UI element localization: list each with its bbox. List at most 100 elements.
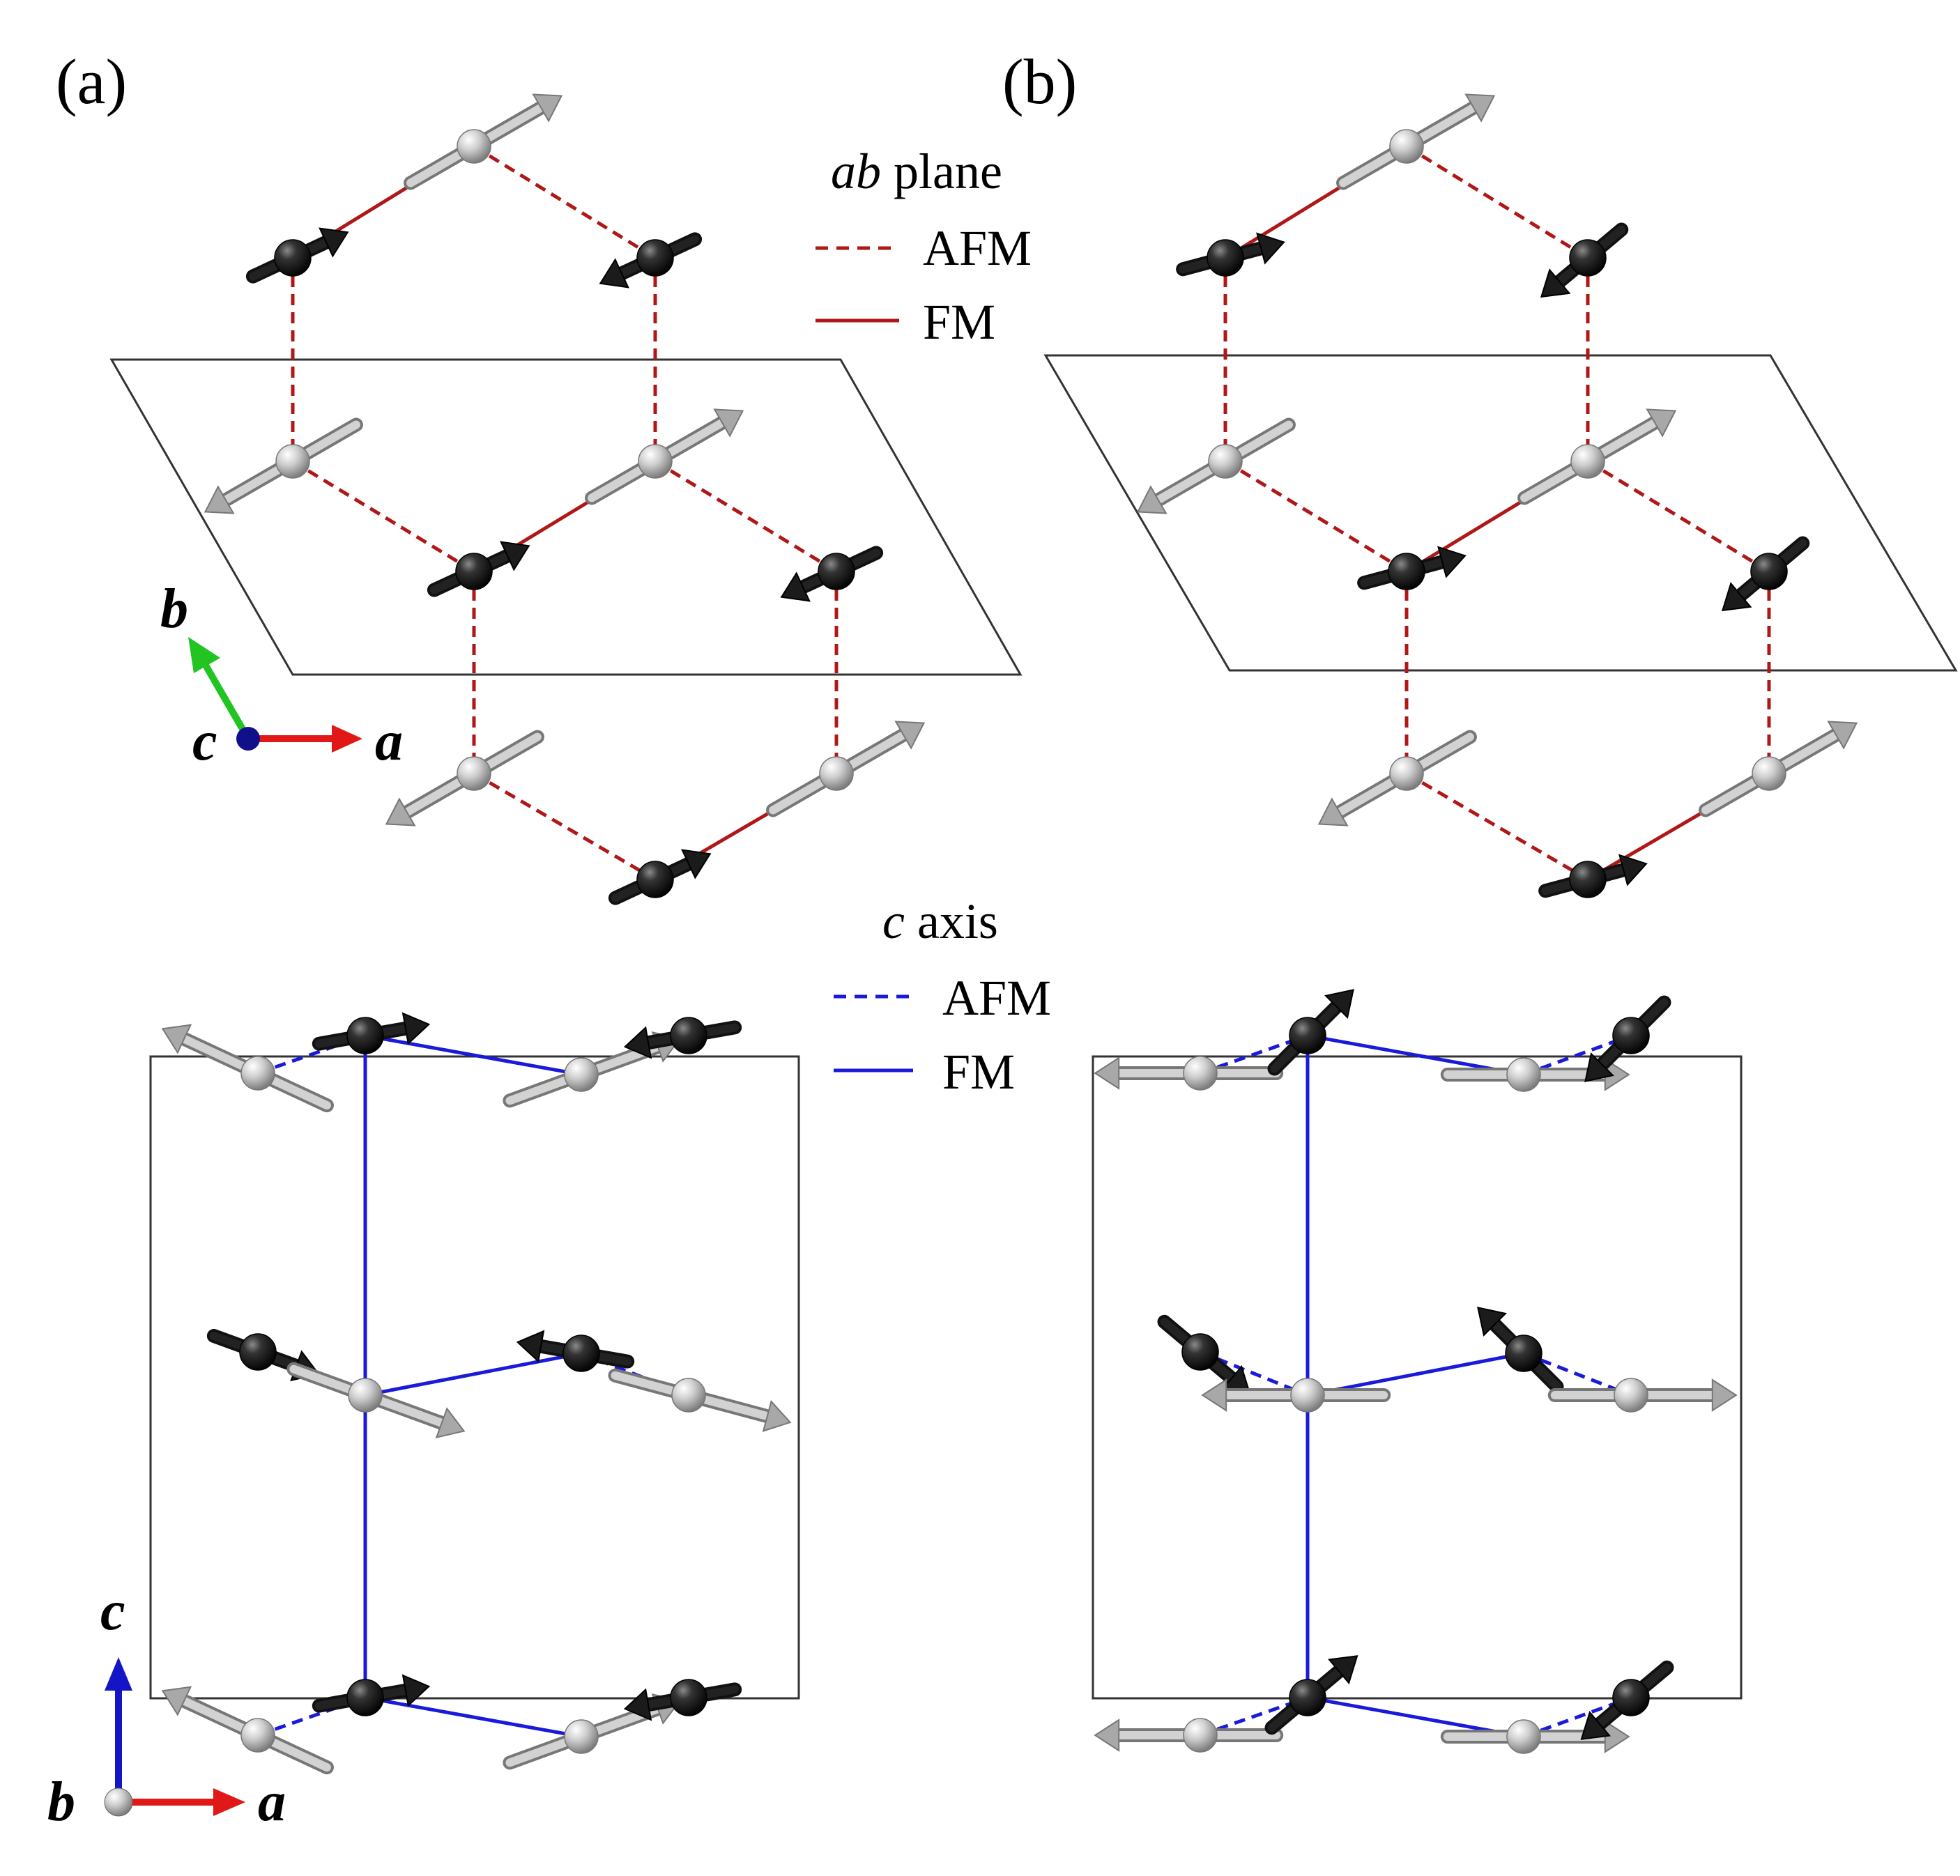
panel-b-label: (b)	[1002, 46, 1077, 117]
legend-c-title: c axis	[882, 893, 998, 949]
spin-arrow-head	[385, 797, 416, 826]
spin-arrow-head	[1584, 1052, 1614, 1082]
afm-bond	[473, 771, 657, 882]
fm-bond	[365, 1696, 582, 1739]
spin-arrow-head	[532, 93, 563, 123]
black-atom	[636, 861, 674, 898]
a-axis-arrowhead	[332, 725, 362, 753]
b-axis-dot	[104, 1787, 133, 1817]
grey-atom	[240, 1056, 275, 1091]
grey-atom	[1506, 1057, 1541, 1092]
spin-arrow-head	[500, 541, 530, 571]
b-axis-line	[199, 657, 252, 741]
spin-arrow-head	[1464, 93, 1496, 123]
black-atom	[562, 1335, 600, 1372]
grey-atom	[564, 1057, 599, 1092]
grey-atom	[1389, 129, 1424, 164]
black-atom	[636, 239, 674, 277]
exchange-bonds	[257, 144, 1771, 1739]
c-axis-dot	[236, 727, 260, 751]
spin-arrow-head	[516, 1330, 545, 1363]
afm-bond	[654, 459, 838, 574]
grey-atom	[819, 756, 854, 791]
atoms	[239, 129, 1788, 1754]
spin-arrow-head	[204, 485, 235, 514]
spin-arrow-head	[1618, 854, 1648, 886]
axis-label-a: a	[375, 711, 403, 772]
black-atom	[1612, 1017, 1650, 1054]
grey-atom	[1183, 1056, 1218, 1091]
spin-arrow-head	[1317, 797, 1349, 826]
afm-bond	[473, 144, 657, 260]
grey-atom	[457, 756, 491, 791]
spin-arrow-head	[1136, 485, 1167, 514]
grey-atom	[1614, 1378, 1648, 1413]
grey-atom	[1208, 444, 1243, 479]
spin-arrow-head	[599, 258, 629, 289]
grey-atom	[1290, 1378, 1325, 1413]
grey-atom	[240, 1718, 275, 1753]
legend-c-fm-label: FM	[942, 1044, 1015, 1100]
grey-atom	[638, 444, 673, 479]
legend-c-axis: c axis AFM FM	[834, 893, 1051, 1100]
grey-atom	[1752, 756, 1786, 791]
c-axis-arrowhead	[105, 1657, 132, 1691]
c-cell-b	[1092, 1055, 1743, 1700]
black-atom	[1569, 861, 1607, 898]
black-atom	[818, 553, 855, 590]
black-atom	[1289, 1017, 1326, 1054]
grey-atom	[275, 444, 310, 479]
spin-arrow-head	[623, 1026, 652, 1059]
spin-arrow-head	[401, 1674, 431, 1707]
spin-arrow-head	[681, 849, 712, 879]
legend-ab-fm-label: FM	[923, 294, 995, 350]
afm-bond	[1405, 144, 1589, 260]
black-atom	[346, 1679, 384, 1716]
grey-atom	[1570, 444, 1605, 479]
ab-cell-a	[109, 358, 1023, 676]
black-atom	[455, 553, 493, 590]
grey-atom	[1389, 756, 1424, 791]
black-atom	[346, 1017, 384, 1054]
spin-arrow-head	[1580, 1710, 1611, 1740]
spin-arrow-head	[1094, 1056, 1120, 1090]
black-atom	[239, 1333, 277, 1371]
fm-bond	[365, 1033, 582, 1077]
legend-ab-afm-label: AFM	[923, 220, 1032, 276]
spin-arrow-head	[1827, 721, 1858, 750]
spin-arrow-head	[1540, 268, 1571, 298]
black-atom	[1505, 1335, 1542, 1372]
axis-triad-ab: b a c	[160, 578, 403, 772]
axis-label-c: c	[100, 1581, 125, 1642]
legend-ab-title: ab plane	[831, 144, 1002, 199]
grey-atom	[1506, 1719, 1541, 1754]
spin-arrow-head	[1604, 1720, 1630, 1753]
grey-atom	[457, 129, 491, 164]
spin-arrow-head	[894, 721, 926, 750]
black-atom	[1388, 553, 1425, 590]
spin-arrow-head	[623, 1688, 652, 1721]
panel-a-label: (a)	[56, 46, 127, 117]
spin-arrow-head	[319, 227, 349, 258]
axis-label-b: b	[160, 578, 188, 640]
black-atom	[1612, 1679, 1650, 1716]
a-axis-arrowhead	[213, 1788, 245, 1816]
spin-arrow-head	[1256, 232, 1285, 265]
spin-arrow-head	[1477, 1307, 1507, 1337]
spin-arrow-head	[435, 1407, 466, 1439]
grey-atom	[564, 1719, 599, 1754]
spin-arrow-head	[1327, 1655, 1358, 1685]
spin-arrow-head	[762, 1399, 792, 1432]
c-cell-a	[149, 1055, 800, 1700]
spin-arrow-head	[1437, 546, 1467, 578]
spin-arrow-head	[1721, 582, 1752, 612]
ab-cell-b	[1043, 354, 1958, 672]
fm-bond	[365, 1351, 582, 1397]
spin-arrow-head	[1711, 1378, 1738, 1412]
spin-arrow-head	[713, 408, 744, 438]
spin-arrow-head	[1094, 1719, 1120, 1752]
spin-arrow-head	[161, 1024, 192, 1054]
afm-bond	[1224, 459, 1408, 574]
afm-bond	[291, 459, 475, 574]
